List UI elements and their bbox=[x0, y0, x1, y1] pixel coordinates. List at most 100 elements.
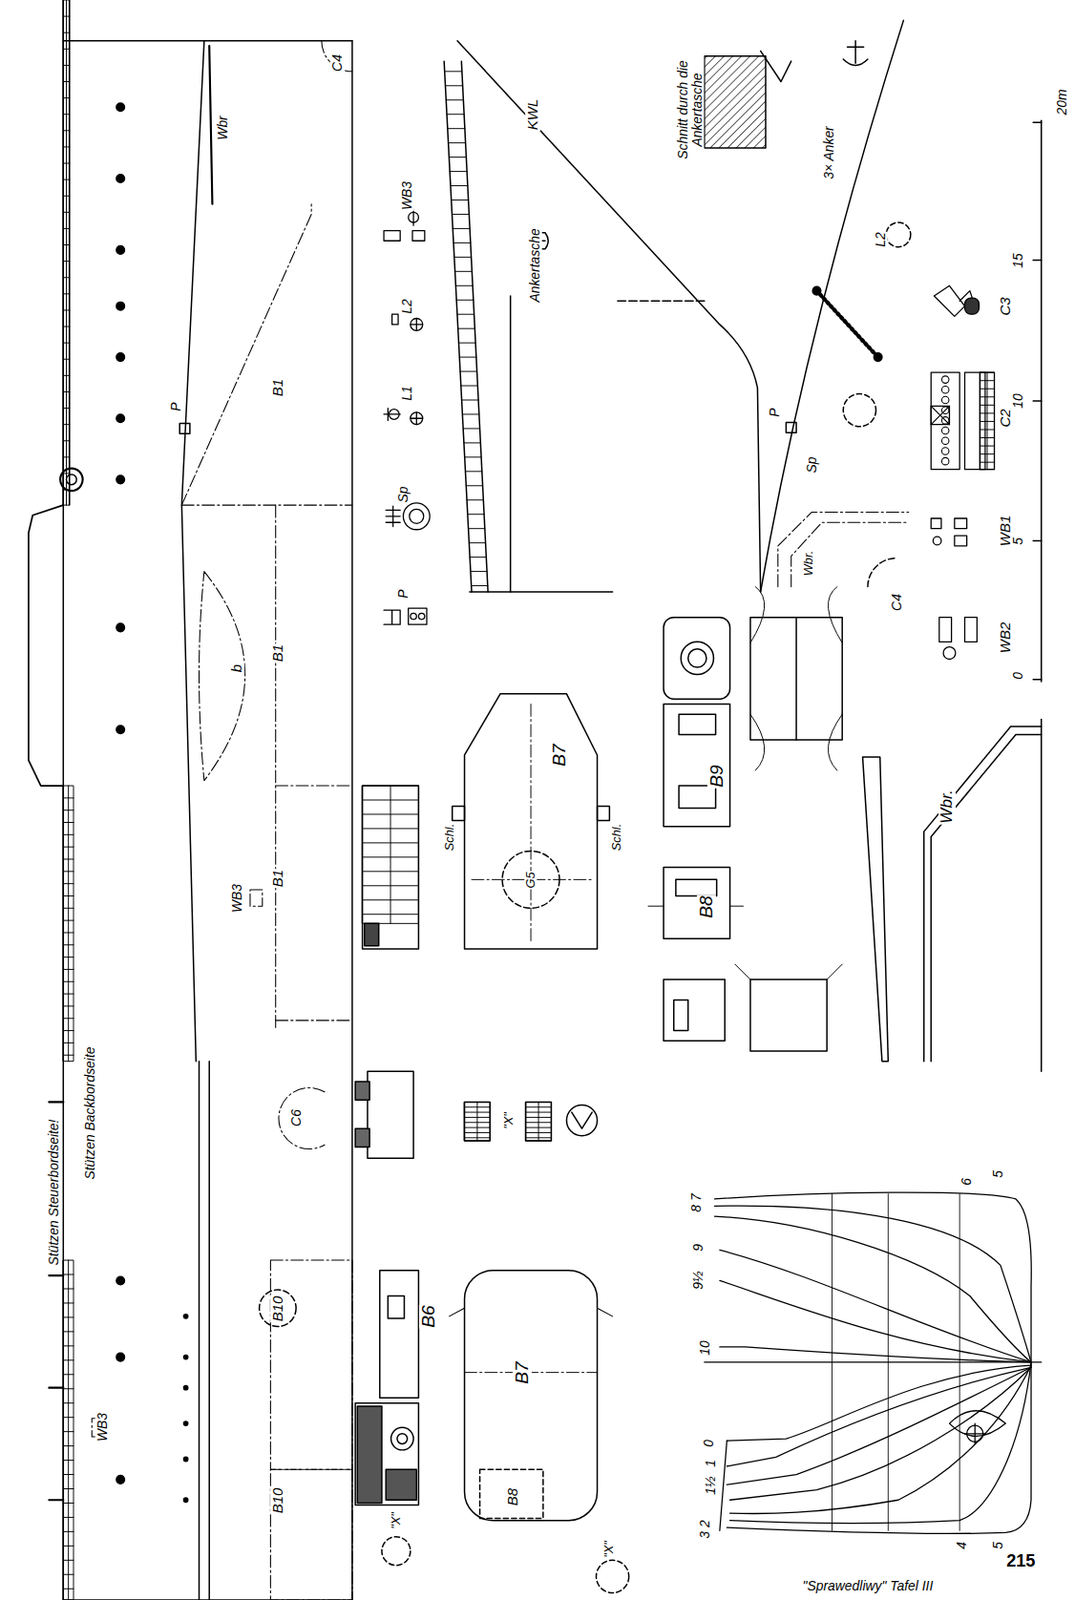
anchor-pocket-section bbox=[704, 41, 868, 148]
breakwater-wbr bbox=[1040, 719, 1042, 1073]
fitting-symbols-right bbox=[965, 297, 980, 315]
portholes bbox=[116, 103, 126, 112]
deck-fittings bbox=[259, 1289, 296, 1327]
deck-plan-outline bbox=[181, 41, 205, 1062]
portholes bbox=[116, 1276, 126, 1286]
deckhouse-b6 bbox=[355, 1128, 370, 1147]
bulwark-grid bbox=[444, 70, 463, 72]
bulwark-grid bbox=[467, 513, 485, 515]
stanchion-dots bbox=[183, 1386, 188, 1391]
deck-plan-outline bbox=[198, 1061, 200, 1600]
forecastle-top bbox=[843, 394, 876, 427]
part-label: 215 bbox=[1005, 1553, 1036, 1572]
railing bbox=[63, 785, 74, 1062]
part-label: B8 bbox=[505, 1486, 521, 1506]
part-label: C4 bbox=[889, 592, 905, 612]
part-label: 3 2 bbox=[697, 1518, 713, 1539]
equipment-symbols bbox=[383, 231, 401, 242]
deckhouse-b6 bbox=[385, 1469, 417, 1500]
deckhouse-b6 bbox=[379, 1270, 420, 1399]
part-label: WB2 bbox=[997, 621, 1013, 655]
part-label: L1 bbox=[399, 384, 414, 401]
part-label: 5 bbox=[990, 1540, 1005, 1551]
ladder-rungs bbox=[941, 437, 949, 444]
part-label: 4 bbox=[954, 1540, 970, 1551]
forecastle-top bbox=[760, 20, 905, 592]
part-label: P bbox=[168, 400, 184, 412]
forecastle-top bbox=[760, 20, 911, 592]
bulwark-grid bbox=[456, 299, 474, 301]
breakwater-wbr bbox=[930, 735, 1041, 1062]
part-label: B9 bbox=[707, 763, 727, 788]
bow-profile bbox=[617, 300, 705, 302]
equipment-symbols bbox=[383, 610, 401, 625]
fitting-symbols-right bbox=[954, 535, 968, 547]
hatch-b9-b8 bbox=[663, 979, 725, 1041]
railing bbox=[67, 1260, 69, 1600]
railing bbox=[63, 0, 69, 506]
fitting-symbols-right bbox=[930, 518, 942, 529]
hatch-b9-b8 bbox=[688, 649, 707, 668]
part-label: Stützen Steuerbordseite! bbox=[45, 1118, 61, 1267]
deckhouse-b6 bbox=[355, 1071, 419, 1505]
ladder-rungs bbox=[941, 386, 949, 394]
body-plan bbox=[719, 1347, 1032, 1363]
bulwark-grid bbox=[471, 585, 488, 587]
portholes bbox=[116, 414, 126, 423]
coil bbox=[476, 1101, 478, 1141]
bulwark-grid bbox=[470, 570, 487, 572]
part-label: Wbr bbox=[215, 114, 231, 141]
part-label: G5 bbox=[524, 870, 537, 889]
railing bbox=[63, 0, 69, 506]
body-plan bbox=[730, 1367, 1032, 1500]
forecastle-top bbox=[885, 222, 911, 248]
stanchion-dots bbox=[183, 1421, 188, 1426]
bulwark-grid bbox=[468, 527, 485, 529]
body-plan bbox=[726, 1367, 1032, 1485]
part-label: WB3 bbox=[399, 180, 414, 211]
stanchion-dots bbox=[183, 1314, 188, 1503]
hatch-b7 bbox=[452, 805, 465, 821]
portholes bbox=[116, 623, 126, 633]
deck-fittings bbox=[179, 423, 190, 435]
hatch-b9-b8 bbox=[750, 979, 827, 1052]
hatch-grating-grid bbox=[362, 785, 420, 924]
hatch-b9-b8 bbox=[795, 617, 797, 740]
bulwark-grid bbox=[452, 228, 470, 230]
breakwater-wbr bbox=[924, 726, 1042, 1062]
bulwark-grid bbox=[447, 127, 465, 129]
body-plan bbox=[715, 1205, 1032, 1363]
equipment-symbols bbox=[392, 314, 399, 325]
ladder-rungs bbox=[941, 376, 949, 383]
portholes bbox=[116, 725, 126, 735]
ladder-rungs bbox=[941, 447, 949, 455]
body-plan bbox=[726, 1365, 1032, 1441]
bulwark-grid bbox=[450, 185, 468, 187]
hatch-b7 bbox=[597, 805, 611, 821]
part-label: 10 bbox=[697, 1339, 713, 1356]
ladder bbox=[980, 372, 995, 470]
part-label: 3× Anker bbox=[822, 126, 837, 181]
stanchion-dots bbox=[183, 1456, 188, 1461]
bulwark-grid bbox=[448, 142, 466, 144]
part-label: 6 bbox=[958, 1177, 973, 1187]
equipment-symbols bbox=[418, 612, 424, 619]
stanchion-dots bbox=[183, 1354, 188, 1359]
part-label: B10 bbox=[270, 1295, 286, 1324]
portholes bbox=[116, 301, 126, 311]
hatch-b9-b8 bbox=[735, 964, 843, 980]
fitting-symbols-right bbox=[980, 372, 995, 470]
part-label: Schnitt durch die Ankertasche bbox=[675, 48, 704, 171]
deckhouse-b6 bbox=[397, 1433, 408, 1445]
windlass-x bbox=[464, 1101, 491, 1141]
deckhouse-b6 bbox=[355, 1081, 370, 1100]
bulwark-grid bbox=[455, 285, 473, 287]
railing bbox=[65, 0, 67, 506]
coil bbox=[526, 1101, 552, 1141]
fitting-symbols-right bbox=[930, 405, 949, 424]
part-label: 9 bbox=[691, 1243, 706, 1253]
equipment-symbols bbox=[385, 505, 401, 527]
dash-dot-outlines bbox=[275, 1019, 353, 1021]
part-label: 1½ bbox=[703, 1475, 718, 1496]
bulwark-grid bbox=[448, 156, 466, 158]
